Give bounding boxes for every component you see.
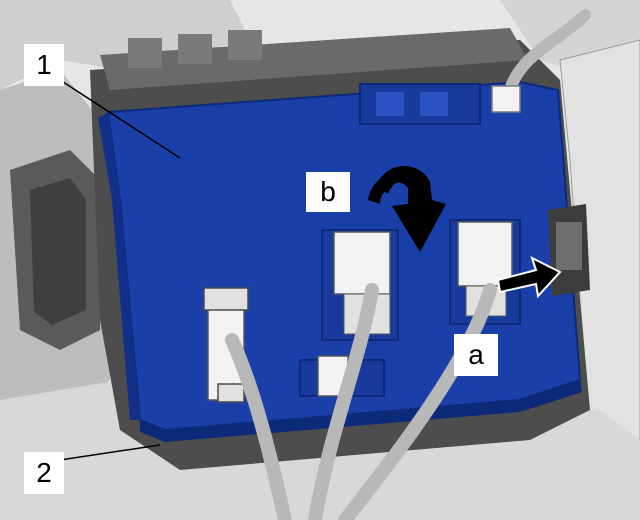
tray-tab-1 [128, 38, 162, 68]
cable-middle [308, 283, 379, 520]
top-right-plug [491, 85, 521, 113]
leader-line-1 [59, 79, 181, 159]
tray-top-rail [100, 28, 528, 90]
curved-arrow-icon [376, 165, 446, 252]
middle-connector [333, 231, 391, 295]
control-module-side [140, 380, 582, 442]
curved-arrow-tail [368, 174, 392, 204]
callout-item-1: 1 [24, 44, 64, 86]
housing-left-inner [30, 178, 86, 325]
callout-step-a: a [454, 334, 498, 376]
push-arrow-icon [496, 256, 562, 299]
tray-tab-2 [178, 34, 212, 64]
cable-left [225, 333, 292, 520]
callout-item-2: 2 [24, 452, 64, 494]
tray-tab-3 [228, 30, 262, 60]
housing-top-left [0, 0, 250, 90]
left-connector-top [203, 287, 249, 311]
callout-step-b: b [306, 172, 350, 212]
control-module-left-edge [98, 112, 140, 420]
right-connector [457, 221, 513, 287]
cable-right [338, 283, 497, 520]
module-top-connector-cap [376, 92, 404, 116]
module-top-connector-cap [420, 92, 448, 116]
leader-line-2 [59, 444, 161, 461]
top-right-cable [504, 9, 591, 96]
right-side-latch-tab [556, 222, 582, 270]
left-connector-bottom [217, 383, 245, 403]
